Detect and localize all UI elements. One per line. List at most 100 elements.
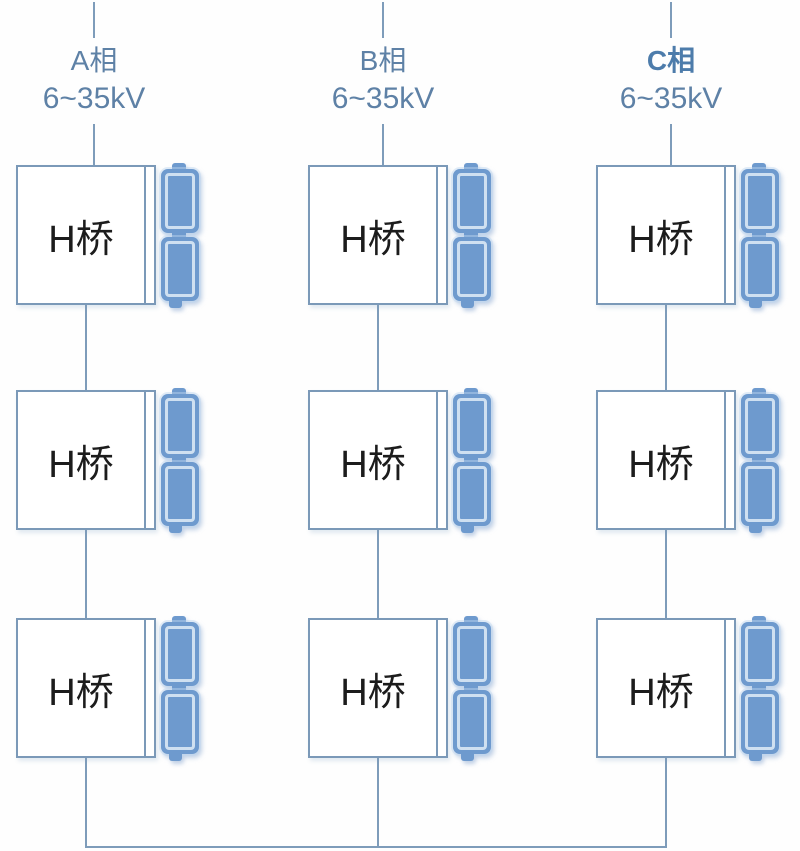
phase-b-drop-line <box>382 124 384 165</box>
battery-stack <box>452 163 492 309</box>
h-bridge-module-c3: H桥 <box>596 618 736 758</box>
phase-a-neutral-leg-line <box>85 758 87 848</box>
h-bridge-module-b2: H桥 <box>308 390 448 530</box>
module-divider-line <box>436 392 438 528</box>
module-label: H桥 <box>48 671 114 714</box>
battery-terminal-icon <box>464 388 478 396</box>
battery-terminal-icon <box>752 388 766 396</box>
battery-terminal-icon <box>752 683 766 693</box>
battery-terminal-icon <box>169 300 182 308</box>
battery-stack <box>740 616 780 762</box>
h-bridge-module-a3: H桥 <box>16 618 156 758</box>
module-label: H桥 <box>340 443 406 486</box>
battery-terminal-icon <box>752 616 766 624</box>
battery-cell-icon <box>453 169 491 233</box>
battery-cell-icon <box>741 462 779 526</box>
battery-terminal-icon <box>461 753 474 761</box>
battery-cell-icon <box>161 690 199 754</box>
module-divider-line <box>724 620 726 756</box>
battery-stack <box>740 388 780 534</box>
battery-terminal-icon <box>464 230 478 240</box>
phase-b-label: B相 <box>359 45 407 76</box>
battery-terminal-icon <box>172 230 186 240</box>
h-bridge-module-c2: H桥 <box>596 390 736 530</box>
battery-cell-icon <box>161 462 199 526</box>
module-label: H桥 <box>628 443 694 486</box>
neutral-bus-line <box>85 846 667 848</box>
phase-b-neutral-leg-line <box>377 758 379 848</box>
battery-terminal-icon <box>172 455 186 465</box>
module-divider-line <box>724 392 726 528</box>
battery-stack <box>740 163 780 309</box>
battery-terminal-icon <box>752 163 766 171</box>
module-label: H桥 <box>628 671 694 714</box>
phase-b-voltage-label: 6~35kV <box>331 82 435 115</box>
battery-terminal-icon <box>464 455 478 465</box>
phase-c-drop-line <box>670 124 672 165</box>
battery-cell-icon <box>453 462 491 526</box>
battery-terminal-icon <box>169 525 182 533</box>
battery-terminal-icon <box>464 683 478 693</box>
module-divider-line <box>144 167 146 303</box>
battery-terminal-icon <box>749 753 762 761</box>
battery-cell-icon <box>741 394 779 458</box>
module-label: H桥 <box>628 218 694 261</box>
phase-c-neutral-leg-line <box>665 758 667 848</box>
battery-cell-icon <box>453 690 491 754</box>
battery-cell-icon <box>161 394 199 458</box>
battery-terminal-icon <box>752 455 766 465</box>
h-bridge-module-a1: H桥 <box>16 165 156 305</box>
phase-c-interconnect-line-1 <box>665 305 667 390</box>
battery-cell-icon <box>741 690 779 754</box>
battery-cell-icon <box>161 622 199 686</box>
phase-b-top-line <box>382 2 384 38</box>
battery-cell-icon <box>741 169 779 233</box>
battery-terminal-icon <box>461 300 474 308</box>
module-divider-line <box>724 167 726 303</box>
phase-c-top-line <box>670 2 672 38</box>
battery-cell-icon <box>741 622 779 686</box>
module-label: H桥 <box>340 218 406 261</box>
phase-a-label: A相 <box>70 45 118 76</box>
battery-cell-icon <box>161 169 199 233</box>
phase-c-voltage-label: 6~35kV <box>619 82 723 115</box>
module-label: H桥 <box>48 443 114 486</box>
battery-cell-icon <box>741 237 779 301</box>
module-label: H桥 <box>48 218 114 261</box>
battery-terminal-icon <box>749 525 762 533</box>
phase-c-interconnect-line-2 <box>665 530 667 618</box>
phase-a-top-line <box>93 2 95 38</box>
battery-terminal-icon <box>172 163 186 171</box>
battery-stack <box>160 388 200 534</box>
battery-terminal-icon <box>172 616 186 624</box>
battery-stack <box>452 616 492 762</box>
battery-stack <box>160 616 200 762</box>
battery-stack <box>160 163 200 309</box>
phase-b-interconnect-line-2 <box>377 530 379 618</box>
module-divider-line <box>436 620 438 756</box>
battery-cell-icon <box>453 237 491 301</box>
h-bridge-module-b3: H桥 <box>308 618 448 758</box>
battery-terminal-icon <box>169 753 182 761</box>
battery-terminal-icon <box>172 388 186 396</box>
battery-terminal-icon <box>749 300 762 308</box>
phase-a-interconnect-line-1 <box>85 305 87 390</box>
battery-cell-icon <box>453 622 491 686</box>
h-bridge-module-a2: H桥 <box>16 390 156 530</box>
battery-cell-icon <box>453 394 491 458</box>
battery-terminal-icon <box>464 616 478 624</box>
phase-a-drop-line <box>93 124 95 165</box>
phase-b-interconnect-line-1 <box>377 305 379 390</box>
module-divider-line <box>144 620 146 756</box>
h-bridge-module-c1: H桥 <box>596 165 736 305</box>
phase-a-voltage-label: 6~35kV <box>42 82 146 115</box>
module-divider-line <box>144 392 146 528</box>
module-label: H桥 <box>340 671 406 714</box>
module-divider-line <box>436 167 438 303</box>
phase-c-label: C相 <box>646 45 696 76</box>
battery-cell-icon <box>161 237 199 301</box>
battery-terminal-icon <box>464 163 478 171</box>
battery-terminal-icon <box>461 525 474 533</box>
phase-a-interconnect-line-2 <box>85 530 87 618</box>
